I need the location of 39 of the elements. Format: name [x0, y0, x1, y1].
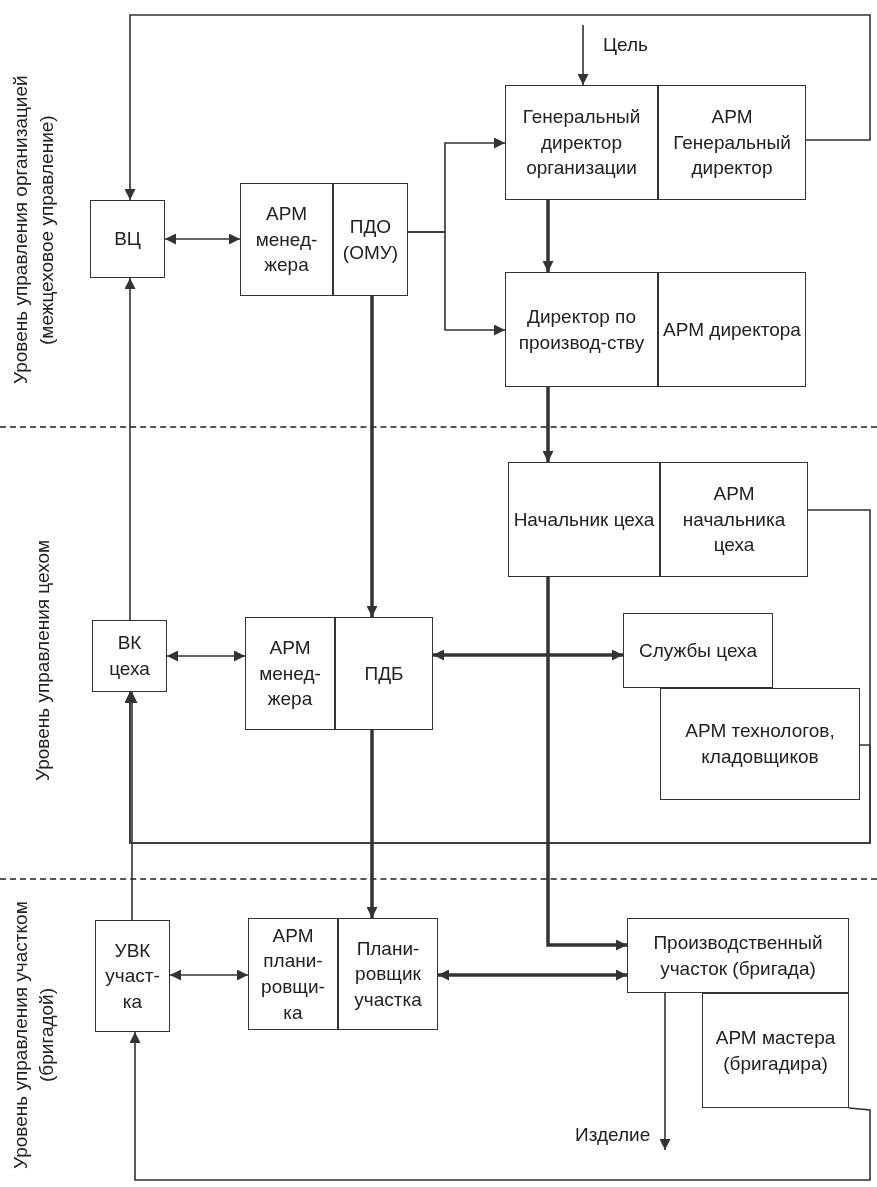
arrow: [166, 650, 246, 662]
process-box: Плани-ровщик участка: [338, 918, 438, 1030]
arrow: [542, 200, 554, 272]
arrow: [433, 649, 623, 661]
arrow: [169, 969, 249, 981]
process-box: АРМ Генеральный директор: [658, 85, 806, 200]
process-box: ВЦ: [90, 200, 165, 278]
process-box: АРМ мастера (бригадира): [702, 993, 849, 1108]
process-box: Генеральный директор организации: [505, 85, 658, 200]
arrow: [129, 1031, 871, 1181]
process-box: АРМ менед-жера: [240, 183, 333, 296]
level-title: Уровень управления участком (бригадой): [9, 900, 58, 1171]
arrow: [438, 969, 627, 981]
level-title: Уровень управления организацией (межцеховое управление): [9, 74, 58, 387]
arrow: [542, 387, 554, 462]
process-box: АРМ плани-ровщи-ка: [248, 918, 338, 1030]
arrow: [124, 277, 136, 621]
process-box: Производственный участок (бригада): [627, 918, 849, 993]
process-box: Начальник цеха: [508, 462, 660, 577]
arrow: [366, 296, 378, 617]
process-box: ПДБ: [335, 617, 433, 730]
process-box: АРМ технологов, кладовщиков: [660, 688, 860, 800]
arrow: [407, 231, 506, 336]
process-box: УВК участ-ка: [95, 920, 170, 1032]
arrow: [124, 14, 871, 201]
process-box: ПДО (ОМУ): [333, 183, 408, 296]
arrow: [577, 24, 589, 86]
arrow: [366, 730, 378, 918]
process-box: ВК цеха: [92, 620, 167, 692]
process-box: АРМ начальника цеха: [660, 462, 808, 577]
process-box: Службы цеха: [623, 613, 773, 688]
level-title: Уровень управления цехом: [31, 538, 54, 783]
process-box: АРМ менед-жера: [245, 617, 335, 730]
arrow: [164, 233, 241, 245]
process-box: АРМ директора: [658, 272, 806, 387]
arrow: [546, 577, 627, 951]
arrow: [124, 691, 871, 844]
arrow: [659, 992, 671, 1151]
process-box: Директор по производ-ству: [505, 272, 658, 387]
